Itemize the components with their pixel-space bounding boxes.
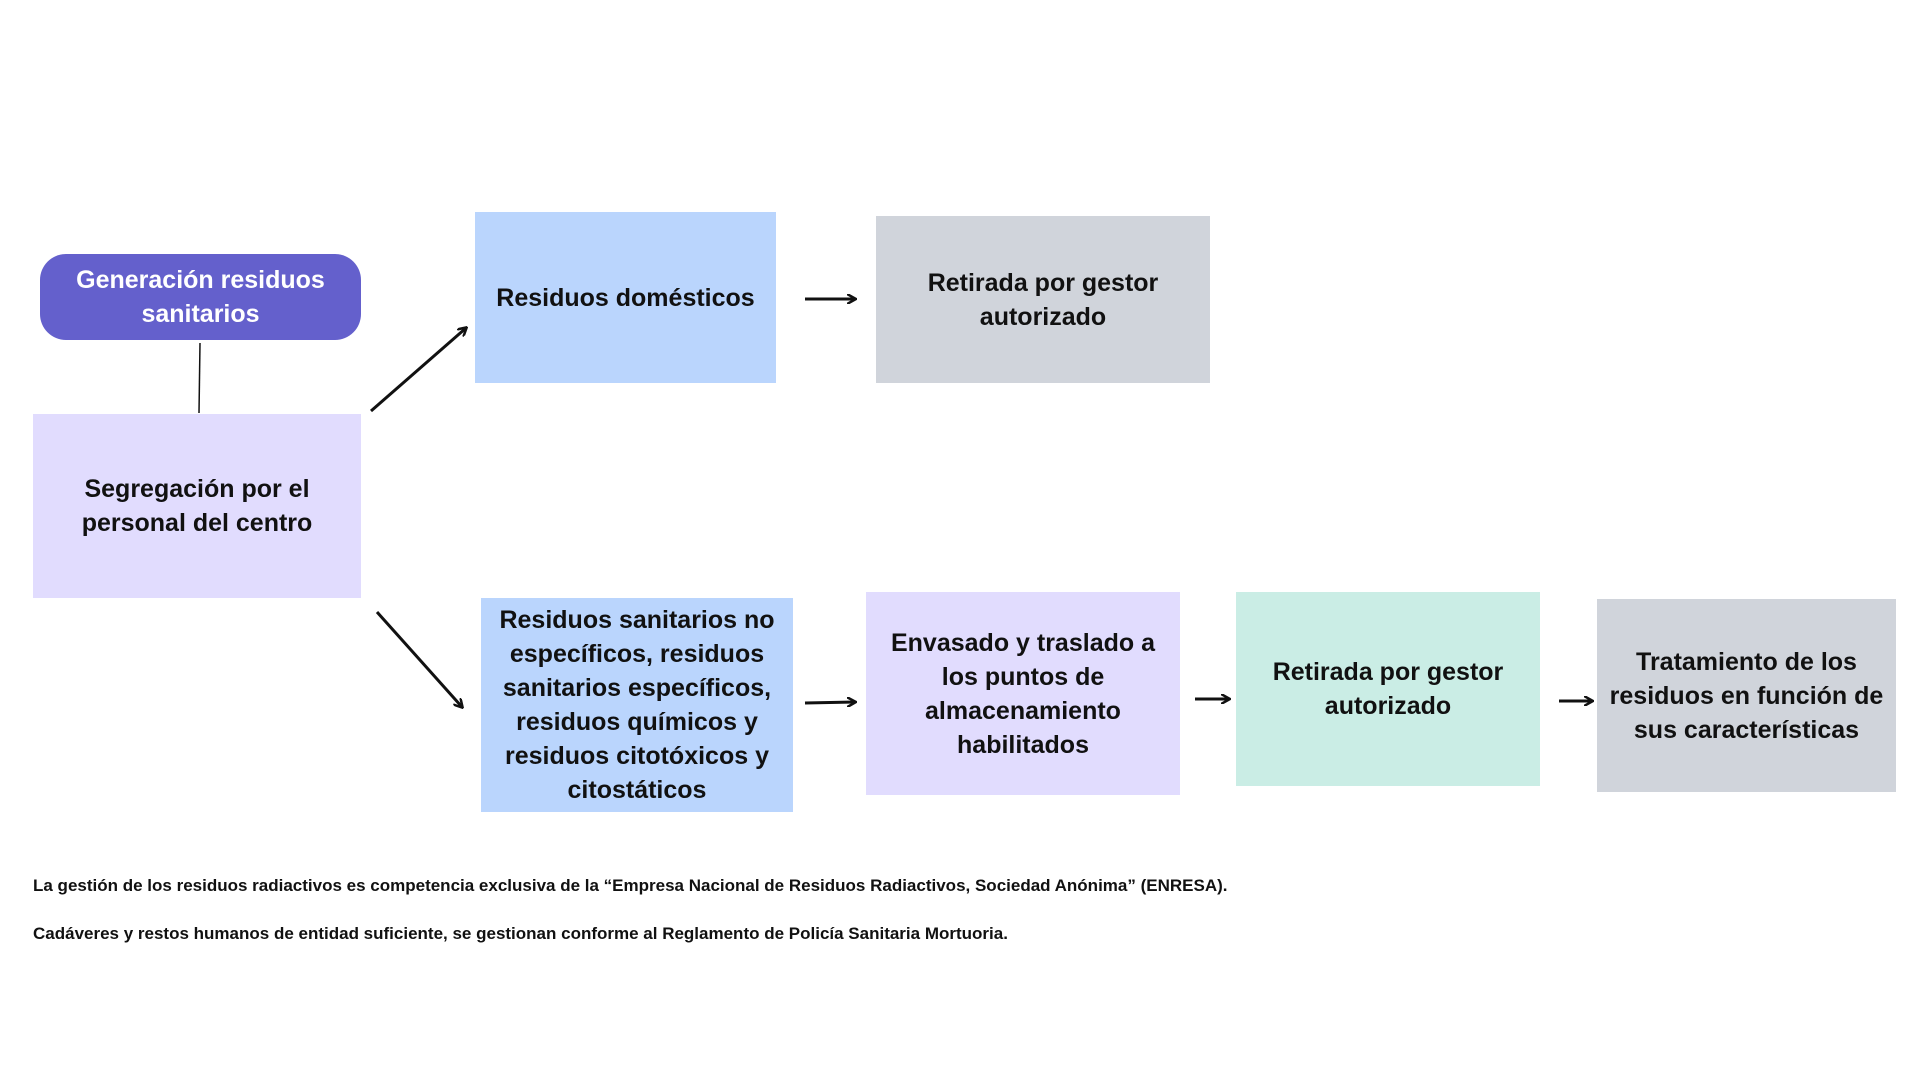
node-label: Retirada por gestor autorizado bbox=[1272, 658, 1504, 720]
node-generacion-residuos: Generación residuos sanitarios bbox=[40, 254, 361, 340]
edge-segregacion-domesticos-arrow bbox=[370, 328, 466, 413]
node-label: Retirada por gestor autorizado bbox=[927, 268, 1159, 331]
node-label: Residuos domésticos bbox=[496, 283, 755, 312]
node-residuos-domesticos: Residuos domésticos bbox=[475, 212, 776, 383]
node-segregacion: Segregación por el personal del centro bbox=[33, 414, 361, 598]
node-label: Segregación por el personal del centro bbox=[81, 475, 313, 537]
edge-segregacion-sanitarios-arrow bbox=[375, 610, 462, 707]
node-label: Generación residuos sanitarios bbox=[76, 266, 325, 328]
node-label: Tratamiento de los residuos en función d… bbox=[1609, 647, 1884, 744]
node-residuos-sanitarios: Residuos sanitarios no específicos, resi… bbox=[481, 598, 793, 812]
node-retirada-gestor-1: Retirada por gestor autorizado bbox=[876, 216, 1210, 383]
edge-sanitarios-envasado-arrow bbox=[804, 702, 855, 703]
node-label: Residuos sanitarios no específicos, resi… bbox=[499, 606, 775, 804]
node-envasado-traslado: Envasado y traslado a los puntos de alma… bbox=[866, 592, 1180, 795]
node-label: Envasado y traslado a los puntos de alma… bbox=[890, 628, 1155, 759]
node-retirada-gestor-2: Retirada por gestor autorizado bbox=[1236, 592, 1540, 786]
node-tratamiento-residuos: Tratamiento de los residuos en función d… bbox=[1597, 599, 1896, 792]
note-residuos-radiactivos: La gestión de los residuos radiactivos e… bbox=[33, 876, 1228, 895]
edge-generacion-segregacion bbox=[198, 342, 201, 414]
note-cadaveres-restos-humanos: Cadáveres y restos humanos de entidad su… bbox=[33, 924, 1008, 943]
